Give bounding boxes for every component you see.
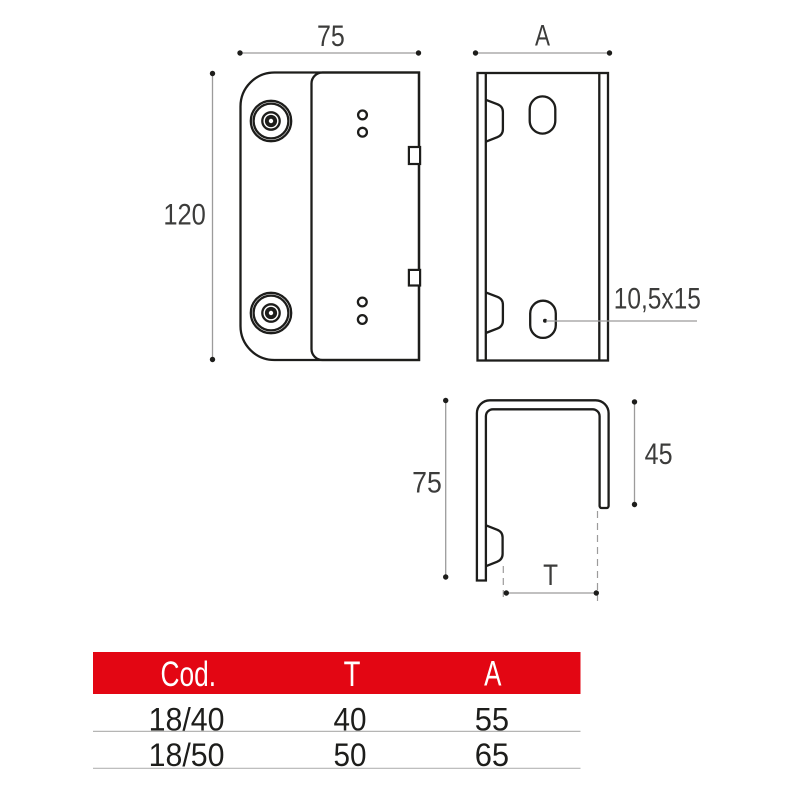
svg-text:75: 75 — [317, 20, 345, 53]
svg-text:75: 75 — [412, 466, 442, 499]
svg-text:T: T — [543, 559, 558, 592]
svg-text:120: 120 — [163, 199, 206, 232]
svg-text:T: T — [344, 655, 361, 694]
svg-text:18/50: 18/50 — [149, 737, 225, 773]
svg-text:18/40: 18/40 — [149, 702, 225, 738]
svg-text:A: A — [484, 655, 502, 694]
svg-text:A: A — [535, 20, 550, 53]
svg-text:65: 65 — [475, 737, 509, 773]
svg-text:10,5x15: 10,5x15 — [614, 282, 701, 315]
svg-text:50: 50 — [334, 737, 367, 773]
svg-text:45: 45 — [645, 438, 673, 471]
svg-text:Cod.: Cod. — [161, 655, 217, 694]
